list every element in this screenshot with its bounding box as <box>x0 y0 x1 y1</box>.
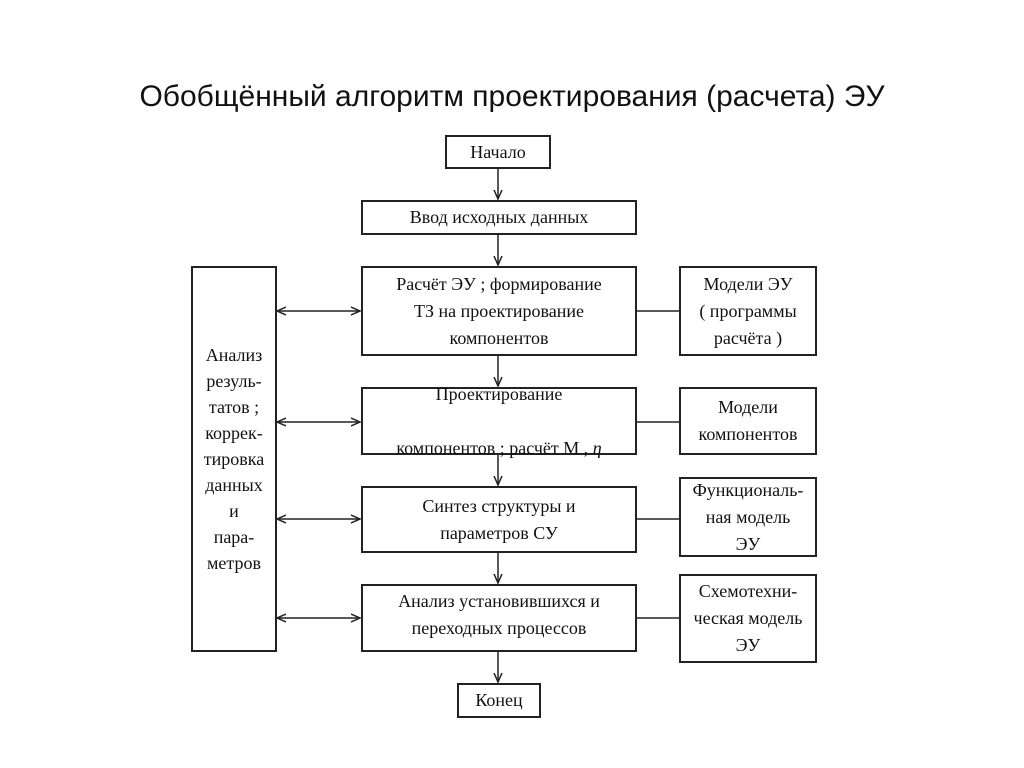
models-eu-block: Модели ЭУ ( программы расчёта ) <box>679 266 817 356</box>
design-block-text: Проектирование компонентов ; расчёт М , … <box>396 354 601 489</box>
calc-block: Расчёт ЭУ ; формирование ТЗ на проектиро… <box>361 266 637 356</box>
start-block: Начало <box>445 135 551 169</box>
design-line2: компонентов ; расчёт М , η <box>396 437 602 458</box>
functional-model-block: Функциональ- ная модель ЭУ <box>679 477 817 557</box>
design-block: Проектирование компонентов ; расчёт М , … <box>361 384 637 458</box>
input-block: Ввод исходных данных <box>361 200 637 235</box>
feedback-block: Анализ резуль- татов ; коррек- тировка д… <box>191 266 277 652</box>
end-block: Конец <box>457 683 541 718</box>
analysis-block: Анализ установившихся и переходных проце… <box>361 584 637 652</box>
synth-block: Синтез структуры и параметров СУ <box>361 486 637 553</box>
schematic-model-block: Схемотехни- ческая модель ЭУ <box>679 574 817 663</box>
page-title: Обобщённый алгоритм проектирования (расч… <box>139 80 885 113</box>
models-components-block: Модели компонентов <box>679 387 817 455</box>
